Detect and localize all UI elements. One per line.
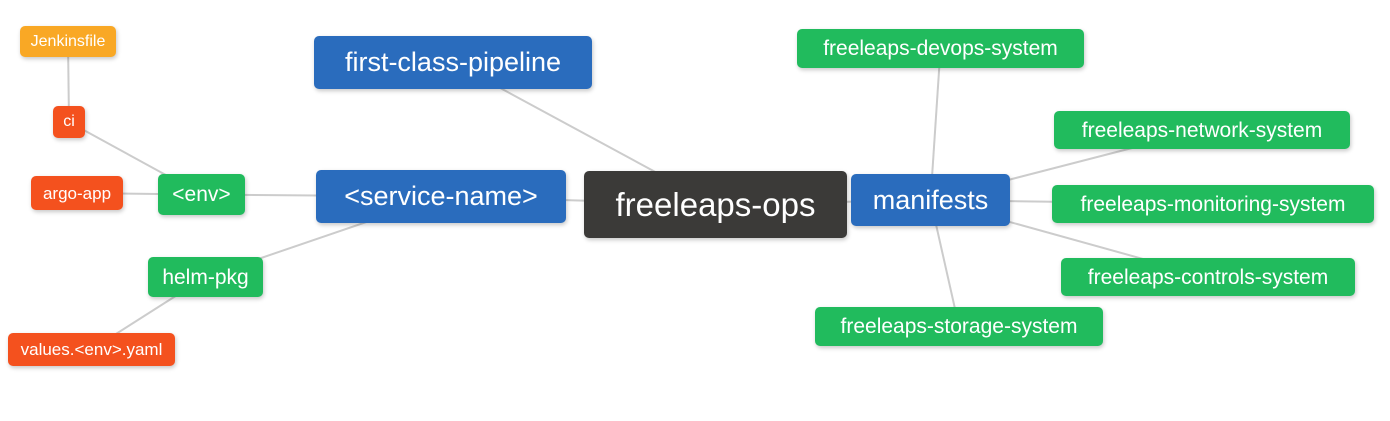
node-jenkinsfile[interactable]: Jenkinsfile: [20, 26, 116, 57]
node-label: Jenkinsfile: [30, 32, 106, 50]
node-label: <service-name>: [344, 181, 538, 211]
node-argo-app[interactable]: argo-app: [31, 176, 123, 210]
node-service-name[interactable]: <service-name>: [316, 170, 566, 223]
node-freeleaps-controls-system[interactable]: freeleaps-controls-system: [1061, 258, 1355, 296]
node-ci[interactable]: ci: [53, 106, 85, 138]
node-first-class-pipeline[interactable]: first-class-pipeline: [314, 36, 592, 89]
node-label: values.<env>.yaml: [20, 340, 163, 359]
node-freeleaps-ops[interactable]: freeleaps-ops: [584, 171, 847, 238]
node-env[interactable]: <env>: [158, 174, 245, 215]
node-label: first-class-pipeline: [344, 47, 562, 77]
node-label: freeleaps-devops-system: [823, 37, 1058, 60]
node-values-env-yaml[interactable]: values.<env>.yaml: [8, 333, 175, 366]
node-label: freeleaps-ops: [615, 186, 816, 223]
node-label: argo-app: [42, 183, 112, 203]
node-freeleaps-storage-system[interactable]: freeleaps-storage-system: [815, 307, 1103, 346]
node-label: helm-pkg: [162, 265, 249, 289]
node-freeleaps-monitoring-system[interactable]: freeleaps-monitoring-system: [1052, 185, 1374, 223]
node-manifests[interactable]: manifests: [851, 174, 1010, 226]
node-label: manifests: [872, 184, 989, 215]
node-label: freeleaps-network-system: [1081, 118, 1323, 142]
node-label: freeleaps-monitoring-system: [1080, 192, 1346, 216]
node-freeleaps-network-system[interactable]: freeleaps-network-system: [1054, 111, 1350, 149]
node-freeleaps-devops-system[interactable]: freeleaps-devops-system: [797, 29, 1084, 68]
node-label: freeleaps-storage-system: [840, 315, 1078, 338]
node-label: ci: [63, 113, 75, 130]
node-helm-pkg[interactable]: helm-pkg: [148, 257, 263, 297]
node-label: <env>: [172, 183, 231, 206]
node-label: freeleaps-controls-system: [1087, 265, 1329, 289]
